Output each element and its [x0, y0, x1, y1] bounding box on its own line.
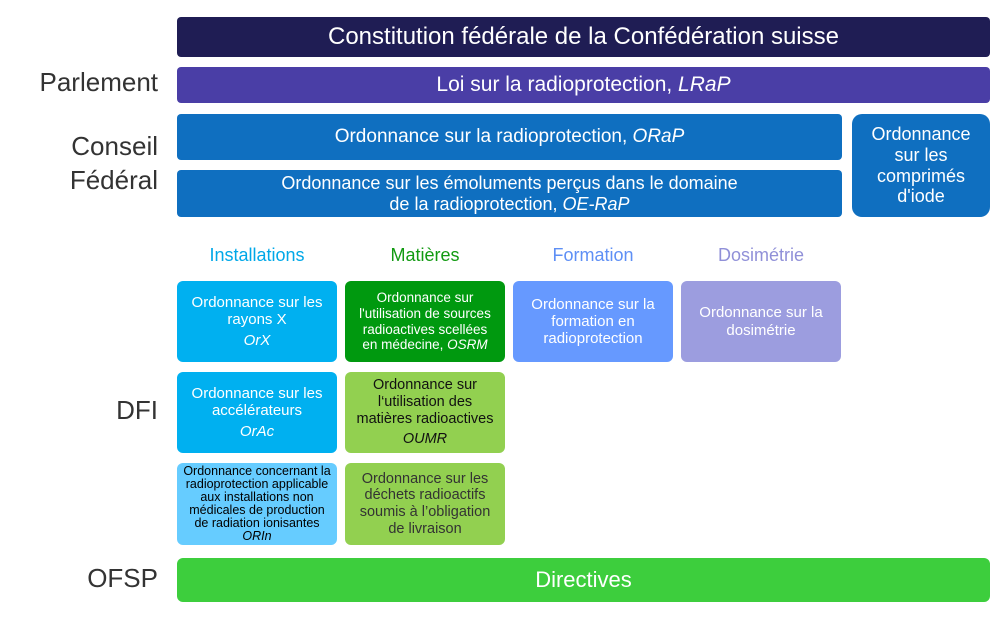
oumr-abbr: OUMR — [402, 431, 448, 448]
dechets-4: de livraison — [388, 520, 462, 537]
orx-1: Ordonnance sur les — [191, 293, 323, 311]
oumr-2: l‘utilisation des — [377, 393, 473, 410]
orin-1: Ordonnance concernant la — [183, 463, 331, 478]
header-installations: Installations — [209, 245, 305, 265]
orap-box[interactable]: Ordonnance sur la radioprotection, ORaP — [177, 114, 842, 160]
orin-abbr: ORIn — [242, 529, 272, 544]
iode-1: Ordonnance — [871, 124, 971, 145]
iode-2: sur les — [894, 144, 948, 165]
oumr-1: Ordonnance sur — [373, 377, 477, 394]
iode-3: comprimés — [876, 165, 965, 186]
header-formation: Formation — [552, 245, 634, 265]
constitution-box[interactable]: Constitution fédérale de la Confédératio… — [177, 17, 990, 57]
oerap-line1: Ordonnance sur les émoluments perçus dan… — [281, 172, 738, 193]
oumr-3: matières radioactives — [356, 410, 494, 427]
orin-3: aux installations non — [200, 489, 314, 504]
level-dfi: DFI — [116, 395, 158, 425]
osrm-4: en médecine, — [362, 337, 448, 353]
orin-2: radioprotection applicable — [185, 476, 329, 491]
iode-4: d'iode — [897, 186, 945, 207]
orx-2: rayons X — [227, 310, 287, 328]
orap-abbr: ORaP — [632, 126, 685, 148]
lrap-box[interactable]: Loi sur la radioprotection, LRaP — [177, 67, 990, 103]
lrap-text: Loi sur la radioprotection, — [436, 72, 679, 96]
osrm-1: Ordonnance sur — [376, 290, 474, 306]
lrap-abbr: LRaP — [678, 72, 731, 96]
formation-2: formation en — [551, 312, 635, 330]
level-conseil-2: Fédéral — [69, 164, 158, 195]
osrm-2: l'utilisation de sources — [359, 305, 491, 321]
osrm-3: radioactives scellées — [362, 321, 488, 337]
orac-2: accélérateurs — [211, 401, 303, 419]
orx-abbr: OrX — [243, 332, 271, 350]
oerap-line2: de la radioprotection, — [389, 193, 563, 214]
header-dosimetrie: Dosimétrie — [717, 245, 805, 265]
orap-text: Ordonnance sur la radioprotection, — [334, 126, 633, 148]
oerap-abbr: OE-RaP — [562, 193, 630, 214]
level-ofsp: OFSP — [87, 563, 158, 593]
dosimetrie-2: dosimétrie — [726, 321, 796, 339]
orac-1: Ordonnance sur les — [191, 384, 323, 402]
formation-3: radioprotection — [543, 330, 643, 348]
dechets-1: Ordonnance sur les — [361, 470, 489, 487]
dechets-3: soumis à l’obligation — [359, 504, 491, 520]
osrm-abbr: OSRM — [447, 337, 488, 353]
dechets-2: déchets radioactifs — [364, 487, 486, 504]
orac-abbr: OrAc — [239, 423, 275, 441]
level-parlement: Parlement — [39, 67, 159, 97]
orin-4: médicales de production — [189, 503, 325, 517]
oerap-box[interactable]: Ordonnance sur les émoluments perçus dan… — [177, 170, 842, 217]
formation-1: Ordonnance sur la — [531, 295, 655, 313]
header-matieres: Matières — [390, 245, 460, 265]
level-conseil-1: Conseil — [71, 131, 158, 161]
dosimetrie-1: Ordonnance sur la — [699, 304, 823, 322]
orin-5: de radiation ionisantes — [194, 516, 320, 531]
directives-box[interactable]: Directives — [177, 558, 990, 602]
